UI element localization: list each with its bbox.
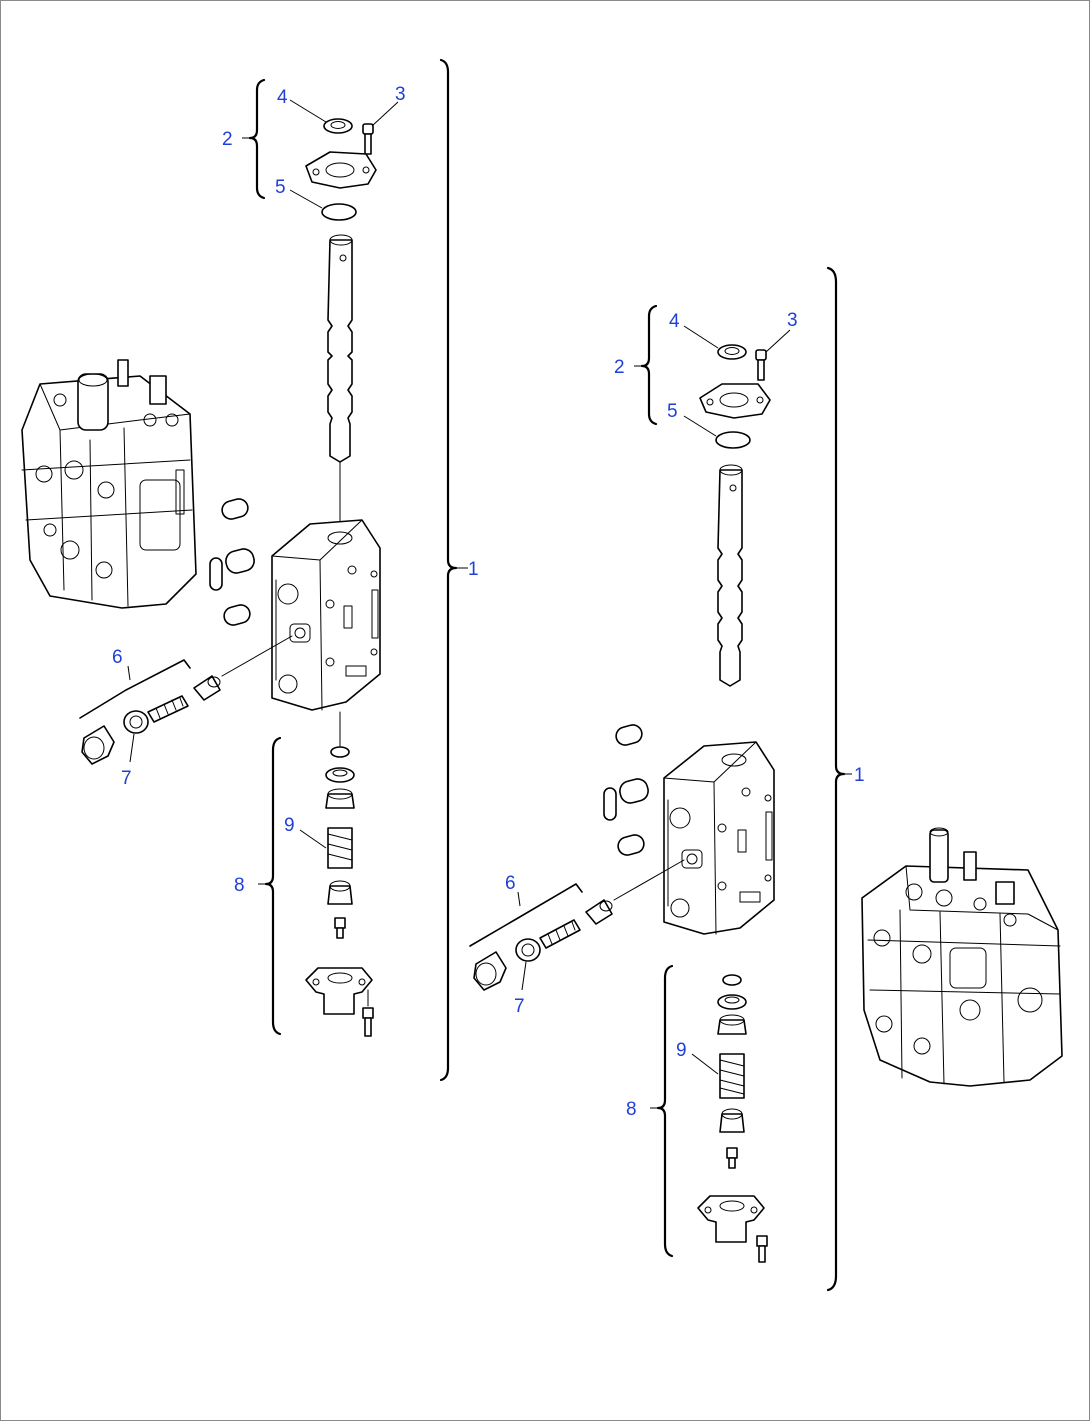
left-spring-part-9 xyxy=(327,827,353,869)
left-callout-6: 6 xyxy=(112,647,123,668)
left-oring-part-5 xyxy=(321,203,357,221)
left-cap-bolt xyxy=(362,1007,374,1037)
right-callout-2: 2 xyxy=(614,357,625,378)
right-small-screw xyxy=(726,1147,738,1169)
right-callout-9: 9 xyxy=(676,1040,687,1061)
left-cover-cap xyxy=(305,967,373,1015)
right-ring-part-7 xyxy=(515,938,541,962)
right-relief-valve-part-6 xyxy=(469,883,613,949)
left-retainer xyxy=(325,788,355,809)
right-brace-1 xyxy=(826,266,846,1292)
right-side-orings xyxy=(603,724,649,856)
right-assembly xyxy=(469,266,1063,1292)
right-poppet xyxy=(719,1108,745,1133)
left-washer-part-4 xyxy=(323,118,353,134)
left-callout-1: 1 xyxy=(468,559,479,580)
right-washer-part-4 xyxy=(717,344,747,360)
left-snap-ring xyxy=(330,746,350,758)
right-brace-2 xyxy=(640,304,658,426)
left-small-screw xyxy=(334,917,346,939)
right-spring-part-9 xyxy=(719,1053,745,1099)
left-callout-7: 7 xyxy=(121,768,132,789)
left-brace-2 xyxy=(248,78,266,200)
left-assembly xyxy=(21,58,468,1082)
left-callout-5: 5 xyxy=(275,177,286,198)
left-poppet xyxy=(327,880,353,905)
left-brace-1 xyxy=(439,58,458,1082)
right-callout-1: 1 xyxy=(854,765,865,786)
right-flange-plate xyxy=(699,383,771,419)
right-callout-8: 8 xyxy=(626,1099,637,1120)
left-control-valve-overview xyxy=(21,359,197,609)
right-cap-bolt xyxy=(756,1235,768,1263)
right-oring-part-5 xyxy=(715,431,751,449)
right-spool xyxy=(717,464,743,687)
left-valve-section-block xyxy=(271,519,381,711)
right-plug xyxy=(473,951,507,991)
left-callout-3: 3 xyxy=(395,84,406,105)
left-ring-part-7 xyxy=(123,710,149,734)
right-snap-ring xyxy=(722,974,742,986)
right-callout-7: 7 xyxy=(514,996,525,1017)
left-brace-8 xyxy=(264,736,282,1036)
right-control-valve-overview xyxy=(861,827,1063,1087)
left-bolt-part-3 xyxy=(362,123,374,155)
right-callout-6: 6 xyxy=(505,873,516,894)
right-brace-8 xyxy=(656,964,674,1258)
right-seat-ring xyxy=(717,994,747,1010)
left-callout-4: 4 xyxy=(277,87,288,108)
right-callout-3: 3 xyxy=(787,310,798,331)
left-side-orings xyxy=(209,498,255,626)
left-callout-8: 8 xyxy=(234,875,245,896)
left-callouts: 1 2 3 4 5 6 7 8 9 xyxy=(112,84,479,896)
right-callout-4: 4 xyxy=(669,311,680,332)
left-spool xyxy=(327,234,353,463)
right-cover-cap xyxy=(697,1195,765,1243)
left-plug xyxy=(81,725,115,765)
right-callout-5: 5 xyxy=(667,401,678,422)
right-retainer xyxy=(717,1014,747,1035)
left-callout-9: 9 xyxy=(284,815,295,836)
right-valve-section-block xyxy=(663,741,775,935)
right-callouts: 1 2 3 4 5 6 7 8 9 xyxy=(505,310,865,1120)
left-relief-valve-part-6 xyxy=(79,659,221,723)
left-seat-ring xyxy=(325,767,355,783)
right-bolt-part-3 xyxy=(755,349,767,381)
left-callout-2: 2 xyxy=(222,129,233,150)
left-flange-plate xyxy=(305,151,377,189)
